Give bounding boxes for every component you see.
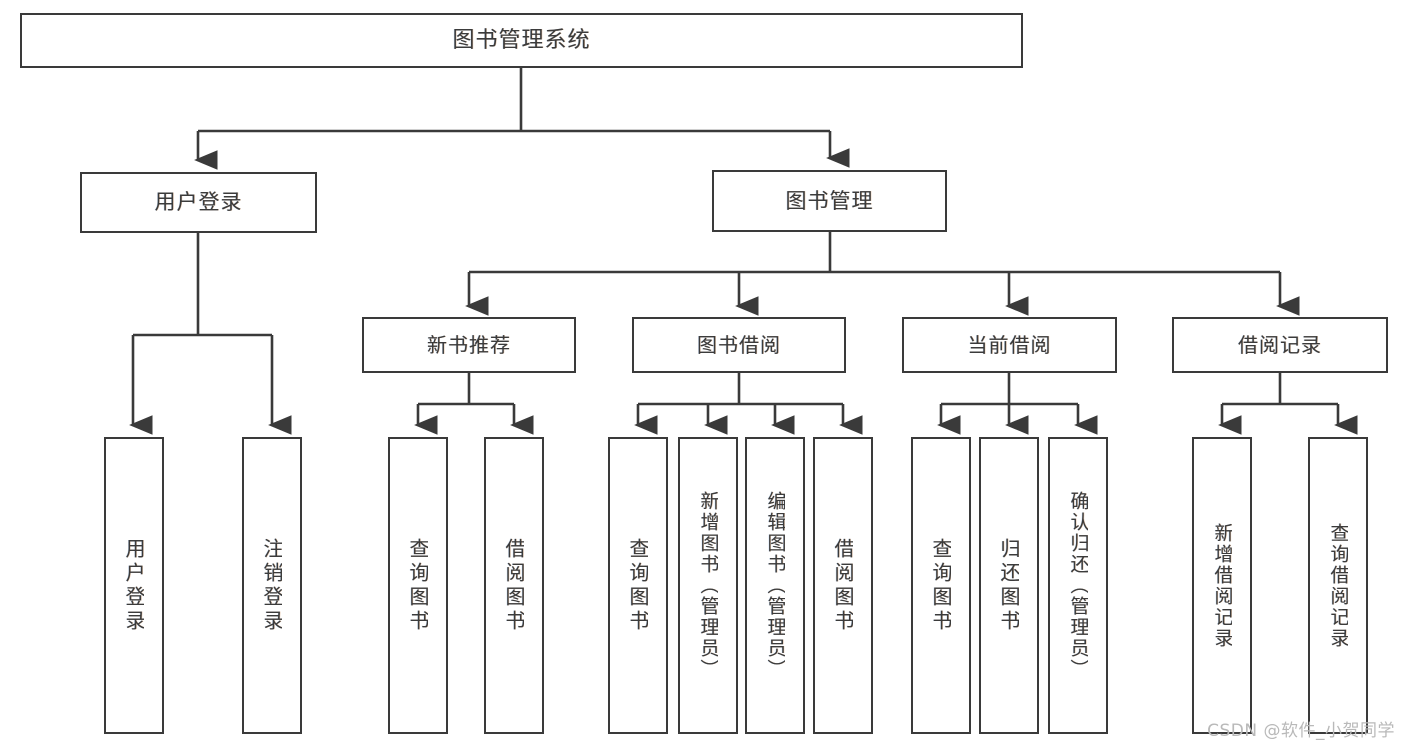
- leaf-label-user-login-logout: 注销登录: [262, 537, 282, 634]
- leaf-label-book-borrow-borrow: 借阅图书: [833, 537, 853, 634]
- node-label-book-borrow: 图书借阅: [697, 332, 781, 357]
- leaf-user-login-logout[interactable]: 注销登录: [242, 437, 302, 734]
- node-label-book-management: 图书管理: [785, 188, 874, 213]
- leaf-current-borrow-query[interactable]: 查询图书: [911, 437, 971, 734]
- leaf-label-new-book-borrow: 借阅图书: [504, 537, 524, 634]
- node-label-root: 图书管理系统: [452, 27, 591, 53]
- node-book-borrow[interactable]: 图书借阅: [632, 317, 846, 373]
- node-label-user-login: 用户登录: [154, 190, 243, 215]
- leaf-user-login-login[interactable]: 用户登录: [104, 437, 164, 734]
- node-user-login[interactable]: 用户登录: [80, 172, 317, 233]
- leaf-book-borrow-borrow[interactable]: 借阅图书: [813, 437, 873, 734]
- leaf-book-borrow-edit[interactable]: 编辑图书（管理员）: [745, 437, 805, 734]
- node-borrow-record[interactable]: 借阅记录: [1172, 317, 1388, 373]
- leaf-label-current-borrow-query: 查询图书: [931, 537, 951, 634]
- leaf-borrow-record-add[interactable]: 新增借阅记录: [1192, 437, 1252, 734]
- leaf-label-current-borrow-confirm: 确认归还（管理员）: [1068, 491, 1088, 680]
- leaf-label-book-borrow-add: 新增图书（管理员）: [698, 491, 718, 680]
- node-label-new-book-recommend: 新书推荐: [427, 332, 511, 357]
- leaf-label-borrow-record-query: 查询借阅记录: [1328, 522, 1348, 649]
- leaf-current-borrow-return[interactable]: 归还图书: [979, 437, 1039, 734]
- leaf-label-current-borrow-return: 归还图书: [999, 537, 1019, 634]
- leaf-book-borrow-add[interactable]: 新增图书（管理员）: [678, 437, 738, 734]
- leaf-label-borrow-record-add: 新增借阅记录: [1212, 522, 1232, 649]
- node-book-management[interactable]: 图书管理: [712, 170, 947, 232]
- node-new-book-recommend[interactable]: 新书推荐: [362, 317, 576, 373]
- leaf-label-user-login-login: 用户登录: [124, 537, 144, 634]
- node-label-borrow-record: 借阅记录: [1238, 332, 1322, 357]
- node-root-book-management-system[interactable]: 图书管理系统: [20, 13, 1023, 68]
- leaf-new-book-query[interactable]: 查询图书: [388, 437, 448, 734]
- leaf-new-book-borrow[interactable]: 借阅图书: [484, 437, 544, 734]
- leaf-book-borrow-query[interactable]: 查询图书: [608, 437, 668, 734]
- leaf-label-new-book-query: 查询图书: [408, 537, 428, 634]
- leaf-current-borrow-confirm[interactable]: 确认归还（管理员）: [1048, 437, 1108, 734]
- leaf-borrow-record-query[interactable]: 查询借阅记录: [1308, 437, 1368, 734]
- node-current-borrow[interactable]: 当前借阅: [902, 317, 1117, 373]
- leaf-label-book-borrow-edit: 编辑图书（管理员）: [765, 491, 785, 680]
- leaf-label-book-borrow-query: 查询图书: [628, 537, 648, 634]
- node-label-current-borrow: 当前借阅: [967, 332, 1052, 357]
